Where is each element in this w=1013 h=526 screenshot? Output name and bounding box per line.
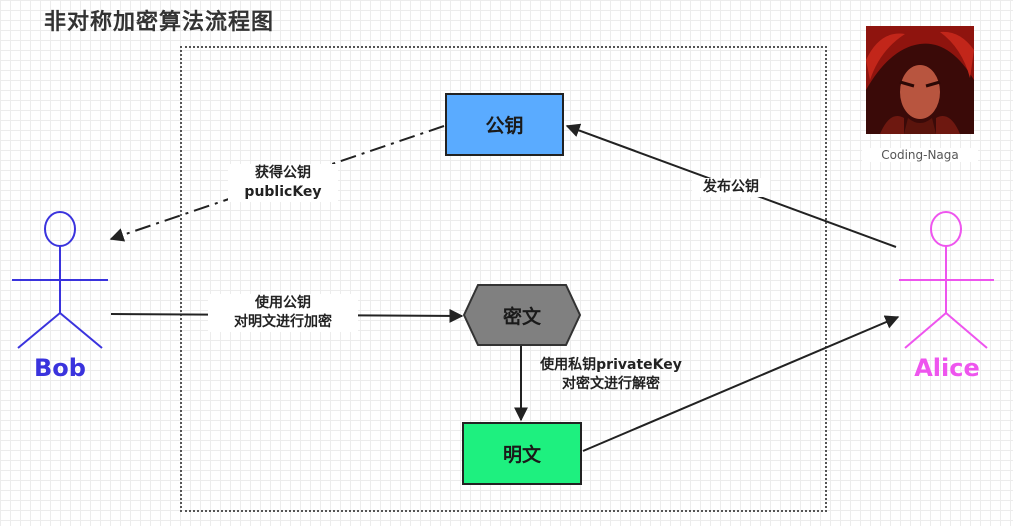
public-key-node-shape [445,93,564,156]
decrypt-label-line2: 对密文进行解密 [562,376,660,392]
decrypt-label: 使用私钥privateKey 对密文进行解密 [524,356,698,394]
encrypt-label-line2: 对明文进行加密 [234,314,332,330]
deliver-plaintext-arrow [582,315,900,452]
ciphertext-label: 密文 [502,305,541,328]
get-public-key-label-line2: publicKey [244,184,322,200]
bob-actor-figure [12,211,108,349]
encrypt-label: 使用公钥 对明文进行加密 [208,294,358,332]
get-public-key-arrow [109,125,445,242]
avatar [866,26,974,134]
diagram-title: 非对称加密算法流程图 [44,10,275,35]
bob-name: Bob [34,354,86,382]
encrypt-label-line1: 使用公钥 [255,295,311,311]
public-key-label: 公钥 [485,115,524,137]
avatar-artwork [866,26,974,134]
get-public-key-label-line1: 获得公钥 [255,165,311,181]
ciphertext-node-shape [462,284,582,346]
plaintext-label: 明文 [502,444,541,466]
decrypt-label-line1: 使用私钥privateKey [540,357,682,373]
plaintext-node-shape [462,422,582,485]
process-boundary [180,46,827,512]
publish-public-key-label: 发布公钥 [692,178,770,197]
get-public-key-label: 获得公钥 publicKey [228,164,338,202]
alice-name: Alice [914,354,980,382]
alice-actor-figure [899,211,994,349]
avatar-caption: Coding-Naga [862,148,978,162]
